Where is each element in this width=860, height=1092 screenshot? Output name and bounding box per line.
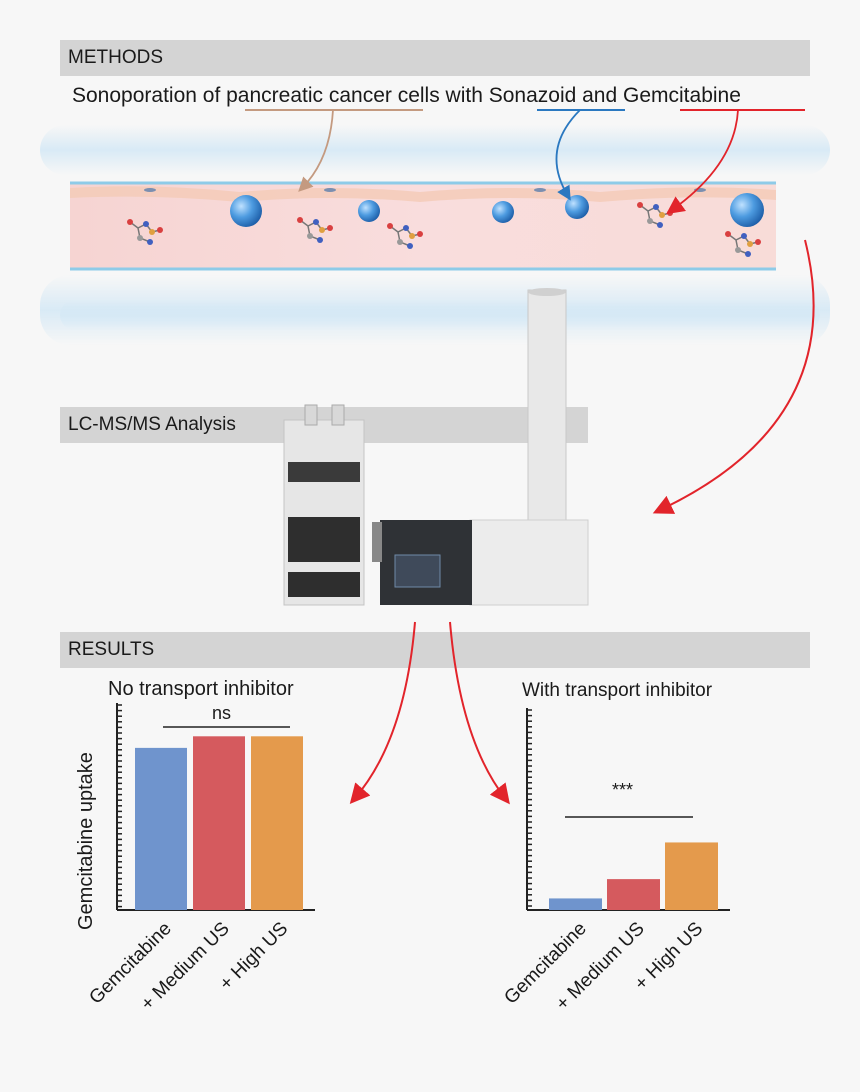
bar-marks: [135, 736, 718, 910]
ultrasound-waves: [40, 125, 830, 345]
lcms-header-label: LC-MS/MS Analysis: [68, 414, 236, 435]
left-chart-title: No transport inhibitor: [108, 678, 294, 700]
right-chart-title: With transport inhibitor: [522, 680, 713, 701]
left-significance-label: ns: [212, 703, 232, 723]
gemcitabine-molecules: [127, 202, 761, 257]
results-header: RESULTS: [60, 632, 810, 668]
right-bar: [607, 879, 660, 910]
methods-header: METHODS: [60, 40, 810, 76]
right-significance-label: ***: [612, 780, 634, 800]
results-header-label: RESULTS: [68, 639, 155, 660]
left-bar: [193, 736, 245, 910]
microbubbles: [230, 193, 764, 227]
left-bar: [251, 736, 303, 910]
right-bar: [665, 842, 718, 910]
lc-ms-instrument: [283, 288, 589, 606]
right-bar: [549, 898, 602, 910]
blood-vessel: [70, 181, 776, 271]
left-bar: [135, 747, 187, 910]
axis-ticks: [117, 704, 532, 908]
y-axis-label: Gemcitabine uptake: [75, 752, 97, 930]
annotation-arrows: [245, 109, 815, 805]
methods-header-label: METHODS: [68, 47, 163, 68]
sonoporation-description: Sonoporation of pancreatic cancer cells …: [72, 84, 741, 107]
